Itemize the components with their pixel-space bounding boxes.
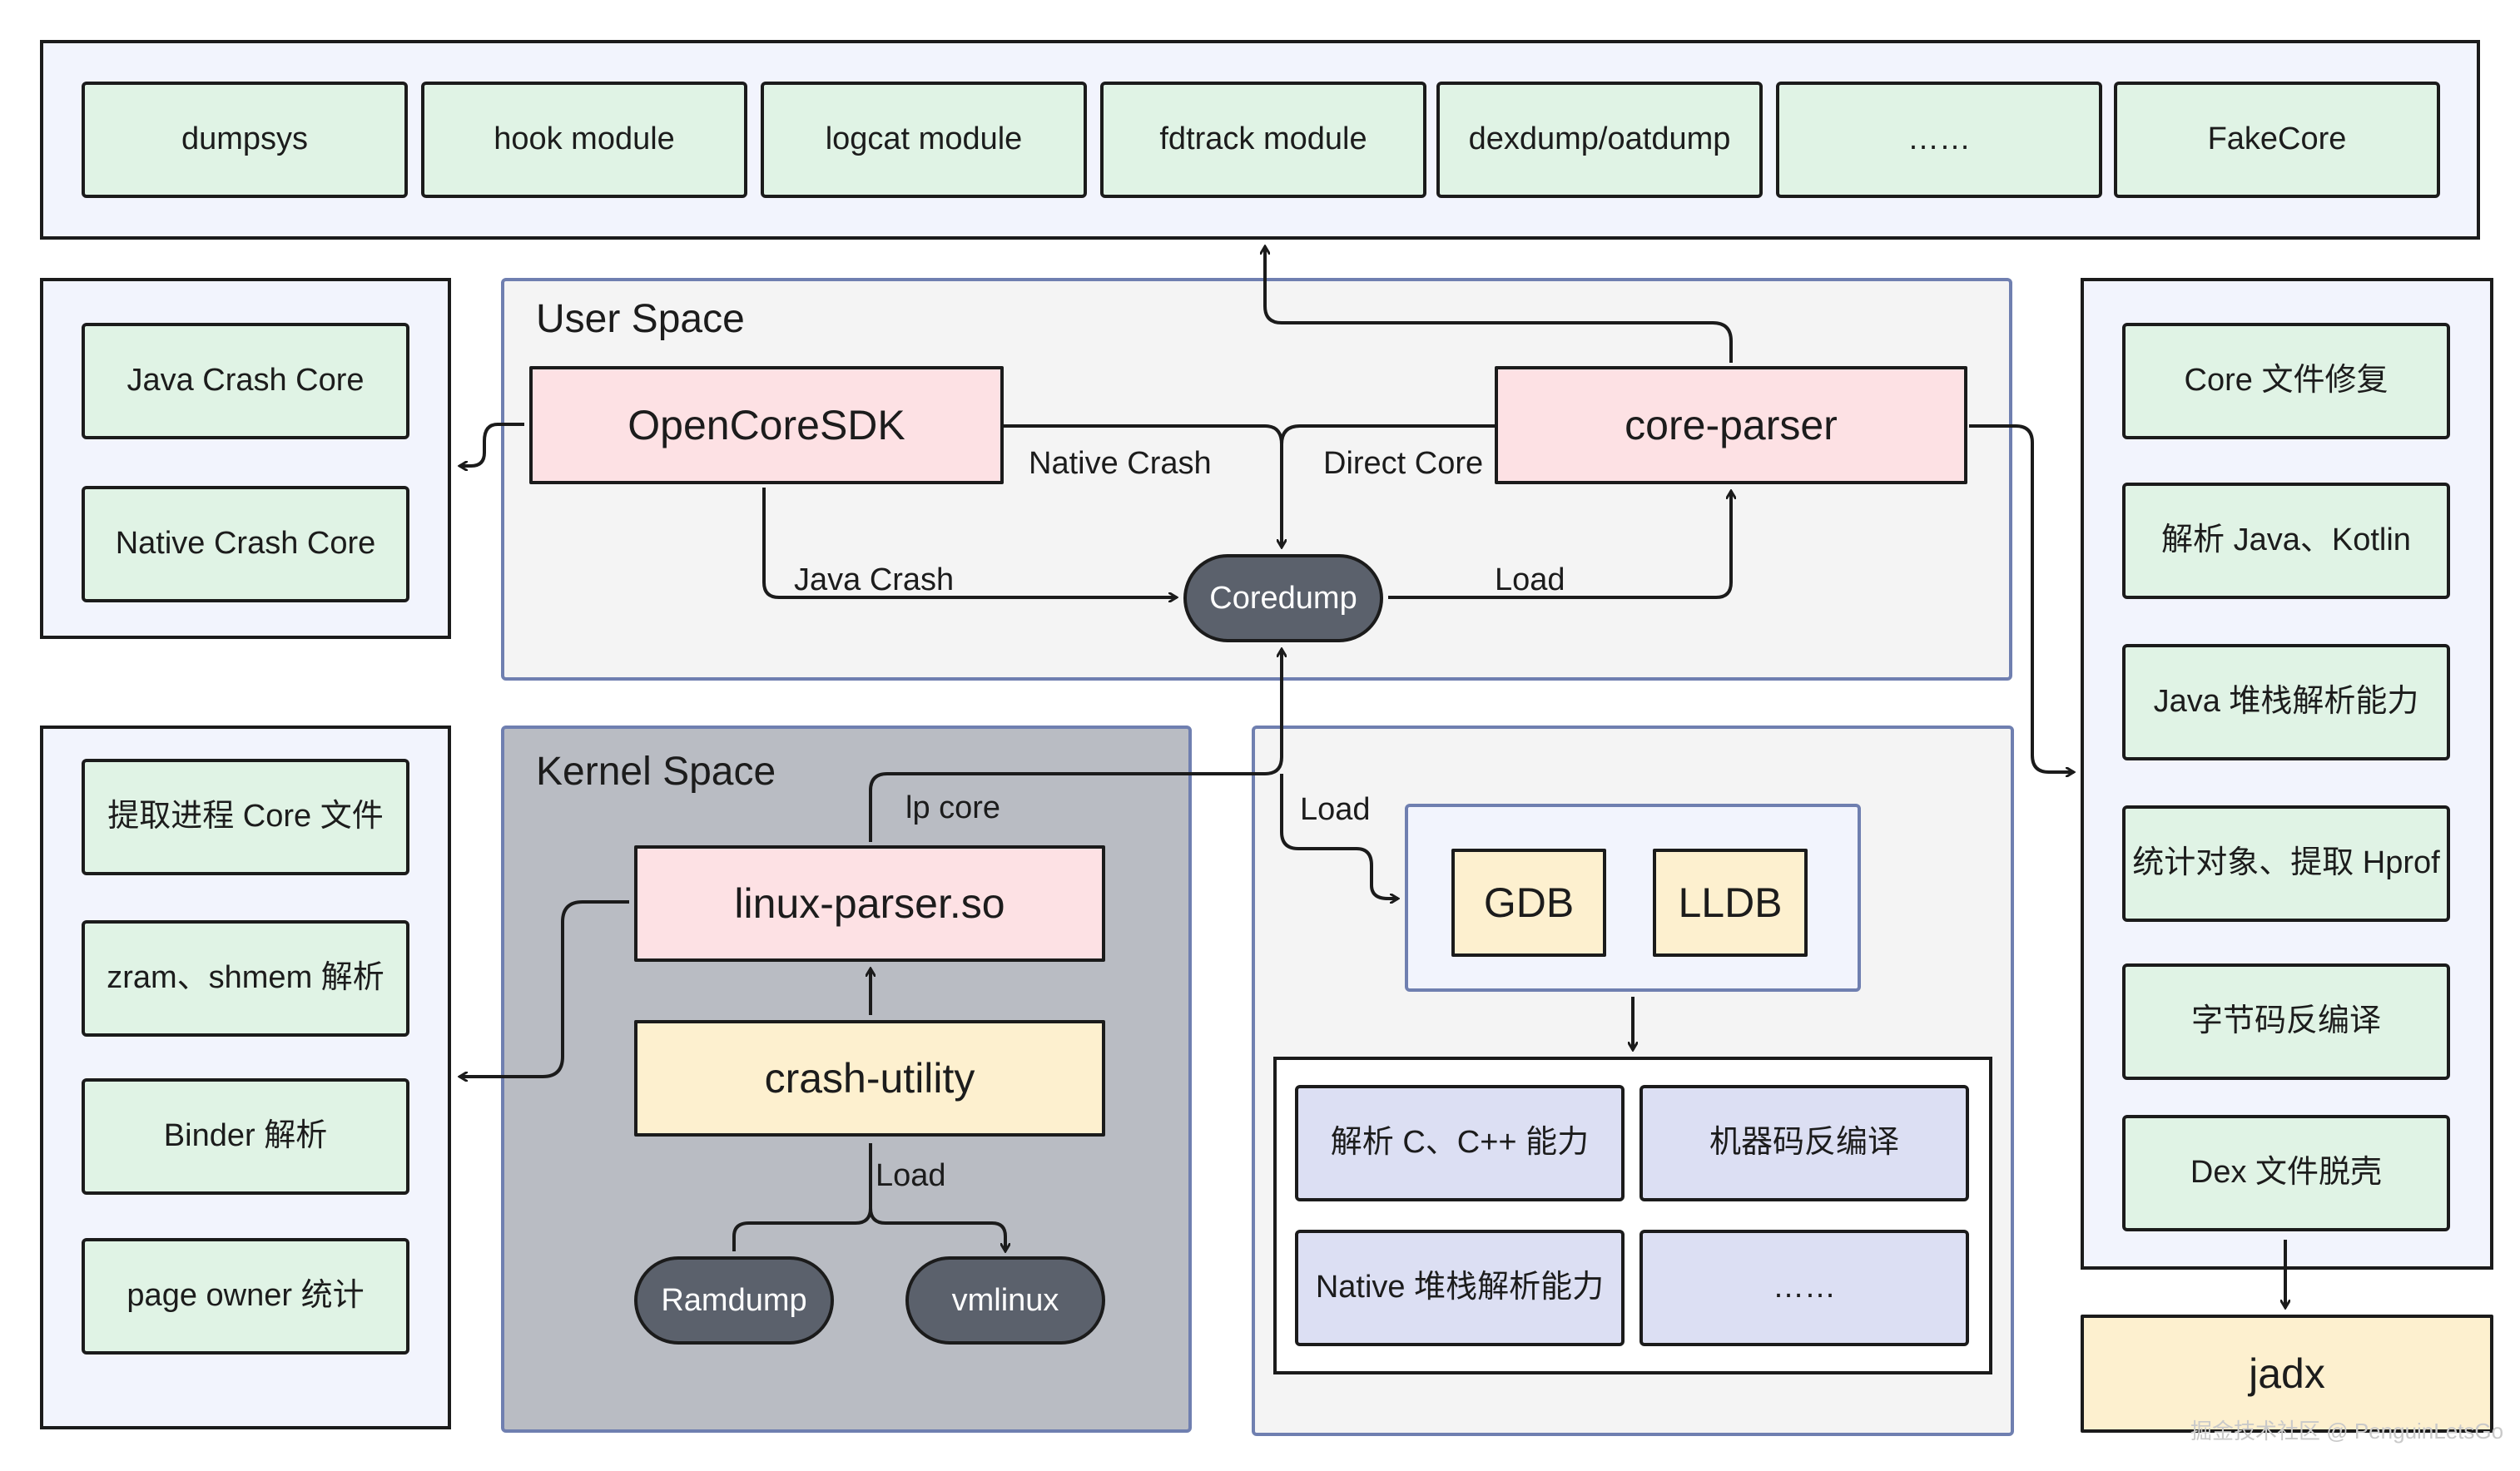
jadx-box: jadx <box>2081 1315 2493 1433</box>
arrow-coredump-load-core-parser <box>1388 491 1731 599</box>
ramdump-node: Ramdump <box>634 1256 834 1345</box>
parse-java-kotlin: 解析 Java、Kotlin <box>2122 483 2450 599</box>
java-crash-core: Java Crash Core <box>82 323 409 439</box>
binder-parse: Binder 解析 <box>82 1078 409 1195</box>
arrow-opencoresdk-to-crash-core <box>459 423 524 466</box>
machine-code-decompile: 机器码反编译 <box>1639 1085 1969 1201</box>
lp-core-label: lp core <box>905 790 1001 825</box>
opencoresdk-box: OpenCoreSDK <box>529 366 1004 484</box>
arrow-coredump-load-debugger <box>1280 774 1398 899</box>
direct-core-label: Direct Core <box>1323 446 1484 481</box>
zram-shmem-parse: zram、shmem 解析 <box>82 920 409 1037</box>
arrow-core-parser-to-right-panel <box>1969 424 2074 772</box>
load-label-user: Load <box>1495 562 1565 597</box>
dex-unpacking: Dex 文件脱壳 <box>2122 1115 2450 1231</box>
java-stack-parse-capability: Java 堆栈解析能力 <box>2122 644 2450 760</box>
arrow-ramdump-vmlinux-load <box>732 1143 1005 1251</box>
arrow-core-parser-to-modules <box>1265 246 1733 363</box>
native-stack-parse-capability: Native 堆栈解析能力 <box>1295 1230 1625 1346</box>
extract-process-core: 提取进程 Core 文件 <box>82 759 409 875</box>
module-dumpsys: dumpsys <box>82 82 408 198</box>
arrow-java-crash <box>762 488 1177 597</box>
coredump-node: Coredump <box>1183 554 1383 642</box>
gdb-box: GDB <box>1451 849 1606 957</box>
core-parser-box: core-parser <box>1495 366 1967 484</box>
arrow-lp-core-to-coredump <box>869 649 1282 842</box>
watermark: 掘金技术社区 @ PenguinLetsGo <box>2190 1419 2504 1444</box>
capability-ellipsis: …… <box>1639 1230 1969 1346</box>
load-label-kernel: Load <box>876 1158 946 1193</box>
native-crash-label: Native Crash <box>1029 446 1212 481</box>
object-stats-hprof: 统计对象、提取 Hprof <box>2122 805 2450 922</box>
java-crash-label: Java Crash <box>794 562 955 597</box>
module-fakecore: FakeCore <box>2114 82 2440 198</box>
module-dexdump-oatdump: dexdump/oatdump <box>1436 82 1763 198</box>
arrow-native-crash <box>1004 424 1282 547</box>
crash-utility-box: crash-utility <box>634 1020 1105 1137</box>
arrow-linux-parser-to-left-panel <box>459 900 629 1077</box>
user-space-title: User Space <box>536 297 745 341</box>
module-logcat: logcat module <box>761 82 1087 198</box>
native-crash-core: Native Crash Core <box>82 486 409 602</box>
page-owner-stats: page owner 统计 <box>82 1238 409 1355</box>
module-fdtrack: fdtrack module <box>1100 82 1426 198</box>
lldb-box: LLDB <box>1653 849 1808 957</box>
load-label-debugger: Load <box>1300 792 1371 827</box>
kernel-space-title: Kernel Space <box>536 750 776 794</box>
core-file-repair: Core 文件修复 <box>2122 323 2450 439</box>
linux-parser-box: linux-parser.so <box>634 845 1105 962</box>
arrow-direct-core <box>1280 424 1495 445</box>
parse-c-cpp-capability: 解析 C、C++ 能力 <box>1295 1085 1625 1201</box>
bytecode-decompile: 字节码反编译 <box>2122 963 2450 1080</box>
module-ellipsis: …… <box>1776 82 2102 198</box>
module-hook: hook module <box>421 82 747 198</box>
